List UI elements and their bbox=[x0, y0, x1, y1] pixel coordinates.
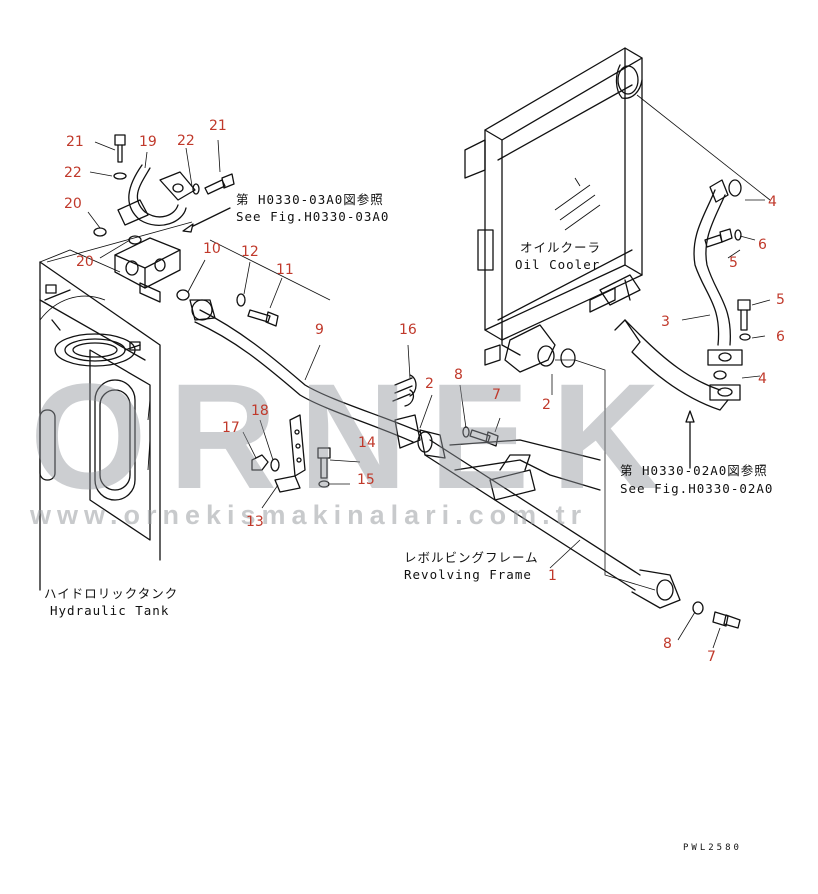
callout-10: 10 bbox=[203, 241, 221, 257]
watermark-url: www.ornekismakinalari.com.tr bbox=[29, 500, 587, 530]
tube-9 bbox=[189, 293, 433, 453]
oil-cooler bbox=[464, 47, 643, 373]
frame-en: Revolving Frame bbox=[404, 567, 532, 582]
callout-numbers: 21 19 22 21 22 20 20 10 12 11 9 16 2 8 7… bbox=[64, 118, 785, 665]
tank-en: Hydraulic Tank bbox=[50, 603, 169, 618]
callout-11: 11 bbox=[276, 262, 294, 278]
callout-5: 5 bbox=[729, 255, 738, 271]
callout-15: 15 bbox=[357, 472, 375, 488]
ref-right-en: See Fig.H0330-02A0 bbox=[620, 481, 773, 496]
callout-8: 8 bbox=[663, 636, 672, 652]
reference-labels: 第 H0330-03A0図参照 See Fig.H0330-03A0 オイルクー… bbox=[44, 192, 773, 853]
callout-2: 2 bbox=[425, 376, 434, 392]
callout-12: 12 bbox=[241, 244, 259, 260]
callout-1: 1 bbox=[548, 568, 557, 584]
callout-17: 17 bbox=[222, 420, 240, 436]
callout-7: 7 bbox=[492, 387, 501, 403]
callout-22: 22 bbox=[177, 133, 195, 149]
drawing-code: PWL2580 bbox=[683, 843, 742, 853]
oil-cooler-en: Oil Cooler bbox=[515, 257, 600, 272]
watermark: ORNEK www.ornekismakinalari.com.tr bbox=[29, 352, 682, 530]
callout-16: 16 bbox=[399, 322, 417, 338]
callout-6: 6 bbox=[758, 237, 767, 253]
frame-jp: レボルビングフレーム bbox=[404, 550, 539, 565]
callout-13: 13 bbox=[246, 514, 264, 530]
callout-19: 19 bbox=[139, 134, 157, 150]
callout-4: 4 bbox=[768, 194, 777, 210]
oil-cooler-jp: オイルクーラ bbox=[520, 240, 601, 255]
callout-20: 20 bbox=[64, 196, 82, 212]
ref-top-en: See Fig.H0330-03A0 bbox=[236, 209, 389, 224]
top-left-fittings bbox=[93, 134, 235, 303]
ref-right-jp: 第 H0330-02A0図参照 bbox=[620, 463, 768, 478]
u-bolt-16 bbox=[392, 374, 417, 407]
callout-4: 4 bbox=[758, 371, 767, 387]
callout-21: 21 bbox=[209, 118, 227, 134]
callout-21: 21 bbox=[66, 134, 84, 150]
callout-14: 14 bbox=[358, 435, 376, 451]
leader-lines bbox=[46, 94, 771, 649]
callout-6: 6 bbox=[776, 329, 785, 345]
callout-7: 7 bbox=[707, 649, 716, 665]
watermark-brand: ORNEK bbox=[30, 352, 682, 520]
callout-22: 22 bbox=[64, 165, 82, 181]
pipe-1 bbox=[419, 348, 741, 629]
callout-9: 9 bbox=[315, 322, 324, 338]
pipe-3 bbox=[614, 179, 751, 469]
callout-20: 20 bbox=[76, 254, 94, 270]
bracket-13 bbox=[251, 414, 331, 493]
callout-18: 18 bbox=[251, 403, 269, 419]
tank-jp: ハイドロリックタンク bbox=[44, 586, 178, 601]
ref-top-jp: 第 H0330-03A0図参照 bbox=[236, 192, 384, 207]
callout-3: 3 bbox=[661, 314, 670, 330]
hydraulic-tank bbox=[39, 249, 161, 591]
callout-2: 2 bbox=[542, 397, 551, 413]
callout-8: 8 bbox=[454, 367, 463, 383]
callout-5: 5 bbox=[776, 292, 785, 308]
